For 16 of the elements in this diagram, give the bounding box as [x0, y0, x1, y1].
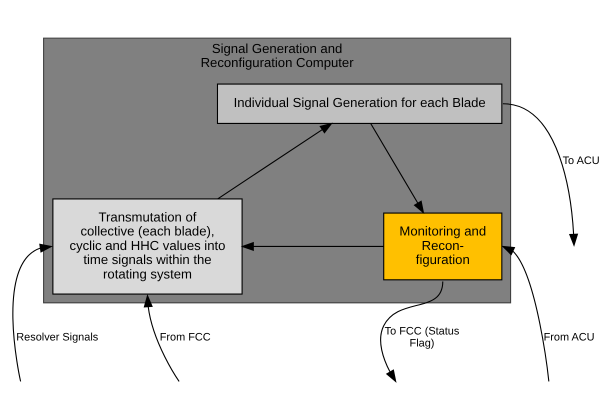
node-box: Transmutation of collective (each blade), cyclic and HHC values into time signals within the rotating system — [52, 198, 243, 294]
edge-label: To ACU — [562, 154, 600, 166]
node-box: Monitoring and Recon-figuration — [383, 212, 502, 280]
edge-label: To FCC (Status Flag) — [384, 325, 460, 350]
arrow — [12, 243, 53, 382]
arrow — [144, 294, 180, 382]
edge-label: From FCC — [160, 331, 211, 344]
arrow — [370, 122, 424, 214]
arrow — [218, 122, 333, 199]
arrow — [380, 280, 444, 382]
edge-label: From ACU — [544, 331, 595, 344]
edge-label: Resolver Signals — [16, 331, 98, 344]
arrow — [501, 245, 550, 381]
node-box: Individual Signal Generation for each Blade — [216, 83, 502, 124]
arrow — [502, 102, 578, 246]
arrow — [240, 241, 384, 251]
